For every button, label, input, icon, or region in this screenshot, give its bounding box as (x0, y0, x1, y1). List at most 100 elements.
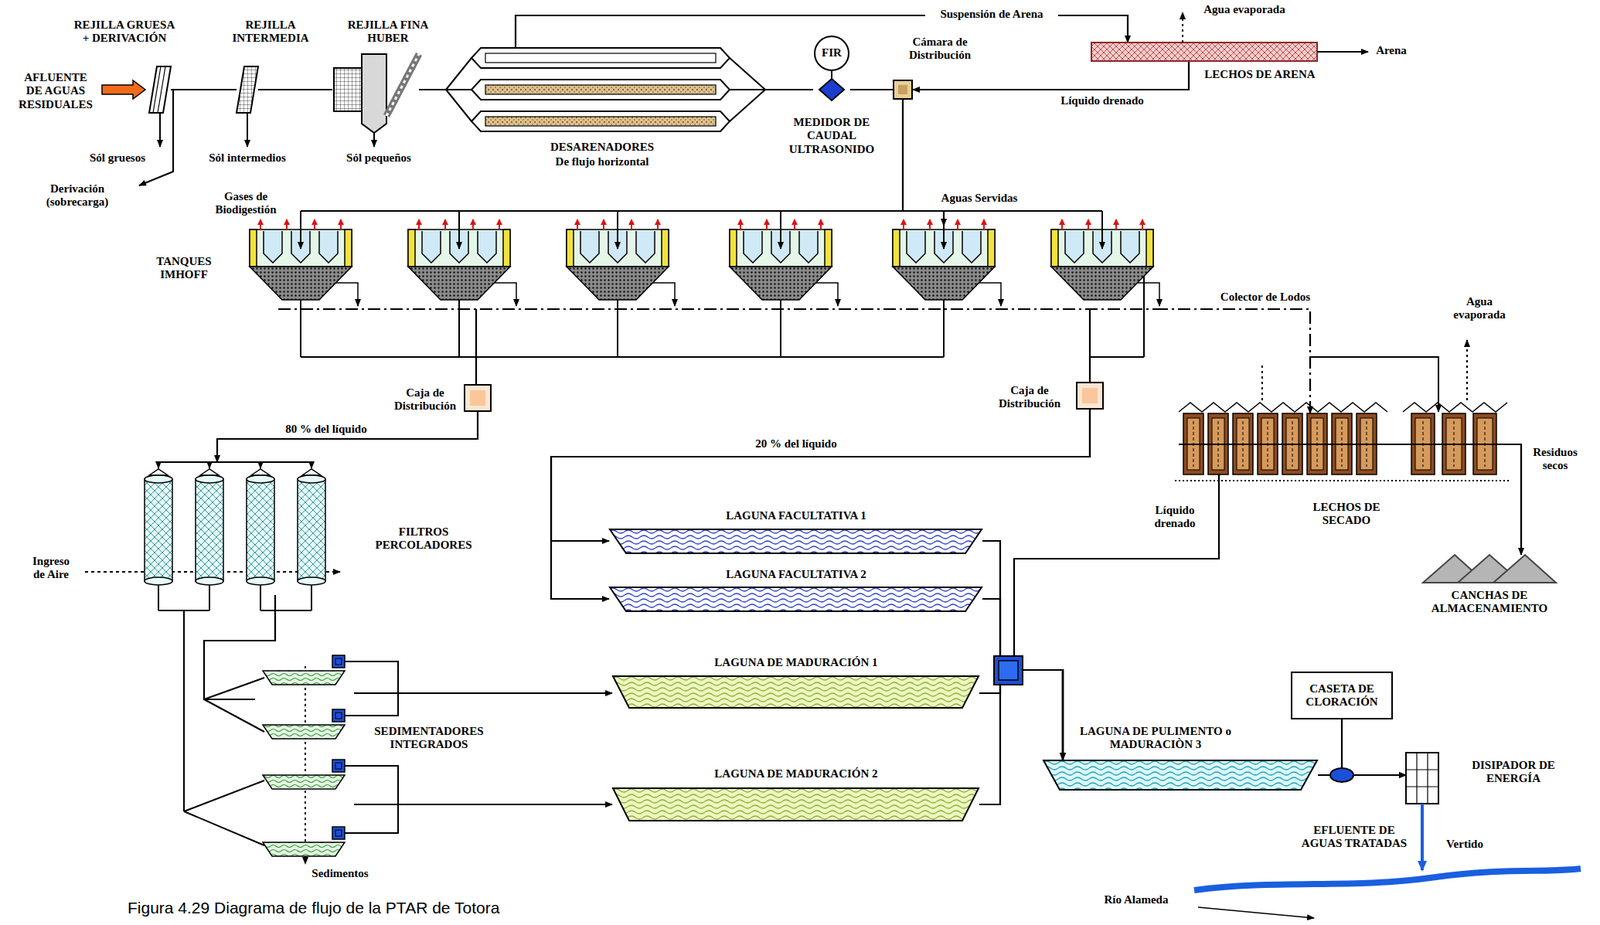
distribution-box: Caja de Distribución (463, 384, 492, 412)
plant-stroke (602, 219, 605, 230)
plant-stroke (1051, 229, 1059, 267)
plant-stroke (418, 219, 420, 230)
node-label: DESARENADORES (517, 140, 688, 154)
plant-stroke (566, 229, 574, 267)
plant-stroke (983, 219, 985, 230)
annotation: Agua evaporada (1190, 3, 1299, 17)
maturation-lagoon: LAGUNA DE MADURACIÓN 1 (612, 675, 980, 709)
plant-stroke (310, 462, 313, 469)
plant-stroke (1115, 219, 1117, 230)
flow-line (217, 411, 478, 463)
annotation: Vertido (1441, 837, 1488, 852)
plant-stroke (208, 462, 211, 469)
plant-stroke (1141, 219, 1144, 230)
plant-stroke (498, 219, 501, 230)
plant-stroke (144, 475, 173, 484)
plant-stroke (246, 475, 275, 484)
plant-stroke (956, 219, 959, 230)
plant-stroke (503, 229, 511, 267)
plant-stroke (824, 229, 832, 267)
flow-line (769, 88, 814, 91)
node-label: REJILLA FINA HUBER (341, 18, 435, 46)
plant-stroke (1061, 219, 1063, 230)
flow-line (170, 88, 237, 91)
plant-stroke (344, 229, 352, 267)
plant-stroke (1137, 282, 1160, 307)
plant-stroke (297, 577, 326, 586)
plant-stroke (195, 577, 224, 586)
plant-stroke (262, 775, 345, 790)
node-label: REJILLA INTERMEDIA (228, 18, 314, 46)
plant-stroke (779, 299, 782, 358)
bar-screen: REJILLA GRUESA + DERIVACIÓN (149, 66, 171, 113)
plant-stroke (477, 231, 497, 263)
plant-stroke (259, 219, 262, 230)
plant-stroke (1087, 219, 1090, 230)
plant-stroke (263, 231, 283, 263)
plant-stroke (816, 282, 838, 307)
caption: Figura 4.29 Diagrama de flujo de la PTAR… (127, 898, 500, 918)
plant-stroke (335, 830, 342, 837)
facultative-lagoon: LAGUNA FACULTATIVA 2 (609, 586, 983, 613)
plant-stroke (332, 759, 345, 773)
node-label: LAGUNA FACULTATIVA 2 (695, 568, 897, 582)
flow-line (354, 803, 613, 806)
plant-stroke (157, 462, 160, 469)
plant-stroke (200, 469, 219, 476)
flow-line (1155, 309, 1311, 414)
plant-stroke (335, 658, 342, 665)
node-label: LECHOS DE ARENA (1201, 68, 1318, 82)
plant-stroke (336, 282, 358, 307)
node-label: Caja de Distribución (386, 386, 464, 414)
plant-stroke (657, 219, 659, 230)
plant-stroke (892, 229, 900, 267)
node-label: CANCHAS DE ALMACENAMIENTO (1423, 588, 1556, 617)
plant-stroke (262, 725, 345, 739)
plant-stroke (765, 219, 768, 230)
annotation: Ingreso de Aire (29, 554, 73, 583)
annotation: Agua evaporada (1444, 295, 1515, 323)
plant-stroke (636, 231, 655, 263)
plant-stroke (1120, 231, 1140, 263)
node-label: SEDIMENTADORES INTEGRADOS (355, 725, 503, 753)
flow-line (354, 692, 613, 695)
flow-line (982, 541, 1063, 760)
plant-stroke (576, 219, 579, 230)
plant-stroke (208, 585, 211, 611)
flow-line (258, 88, 333, 91)
drying-beds: LECHOS DE SECADO (1178, 413, 1505, 475)
plant-stroke (262, 842, 345, 857)
annotation: Residuos secos (1527, 445, 1583, 474)
chlorination-house: CASETA DE CLORACIÓN (1290, 671, 1393, 720)
flow-line (902, 99, 944, 226)
lagoon-outline (609, 586, 983, 613)
plant-stroke (902, 219, 905, 230)
trickling-filters: FILTROS PERCOLADORES (137, 462, 333, 596)
polishing-lagoon: LAGUNA DE PULIMENTO o MADURACIÒN 3 (1042, 759, 1318, 791)
annotation: AFLUENTE DE AGUAS RESIDUALES (17, 71, 95, 112)
plant-stroke (444, 219, 446, 230)
plant-stroke (630, 219, 633, 230)
plant-stroke (979, 282, 1001, 307)
plant-stroke (616, 299, 619, 358)
node-label: LAGUNA DE MADURACIÓN 1 (695, 656, 897, 670)
plant-stroke (494, 282, 517, 307)
annotation: Sól pequeños (336, 151, 422, 165)
settlers: SEDIMENTADORES INTEGRADOS (255, 645, 355, 862)
flow-line (1341, 719, 1406, 776)
plant-stroke (1101, 211, 1103, 249)
lagoon-outline (612, 676, 979, 709)
node-label: FIR (816, 46, 848, 60)
distribution-chamber: Cámara de Distribución (892, 79, 913, 100)
plant-stroke (299, 211, 302, 249)
lagoon-outline (609, 529, 982, 554)
plant-stroke (149, 469, 168, 476)
annotation: Río Alameda (1089, 893, 1183, 907)
flow-line (912, 61, 1189, 90)
flow-line (551, 409, 1090, 600)
plant-stroke (739, 219, 742, 230)
plant-stroke (779, 211, 782, 249)
plant-stroke (310, 585, 313, 611)
edge-label: Suspensión de Arena (925, 7, 1059, 21)
plant-stroke (616, 211, 619, 249)
